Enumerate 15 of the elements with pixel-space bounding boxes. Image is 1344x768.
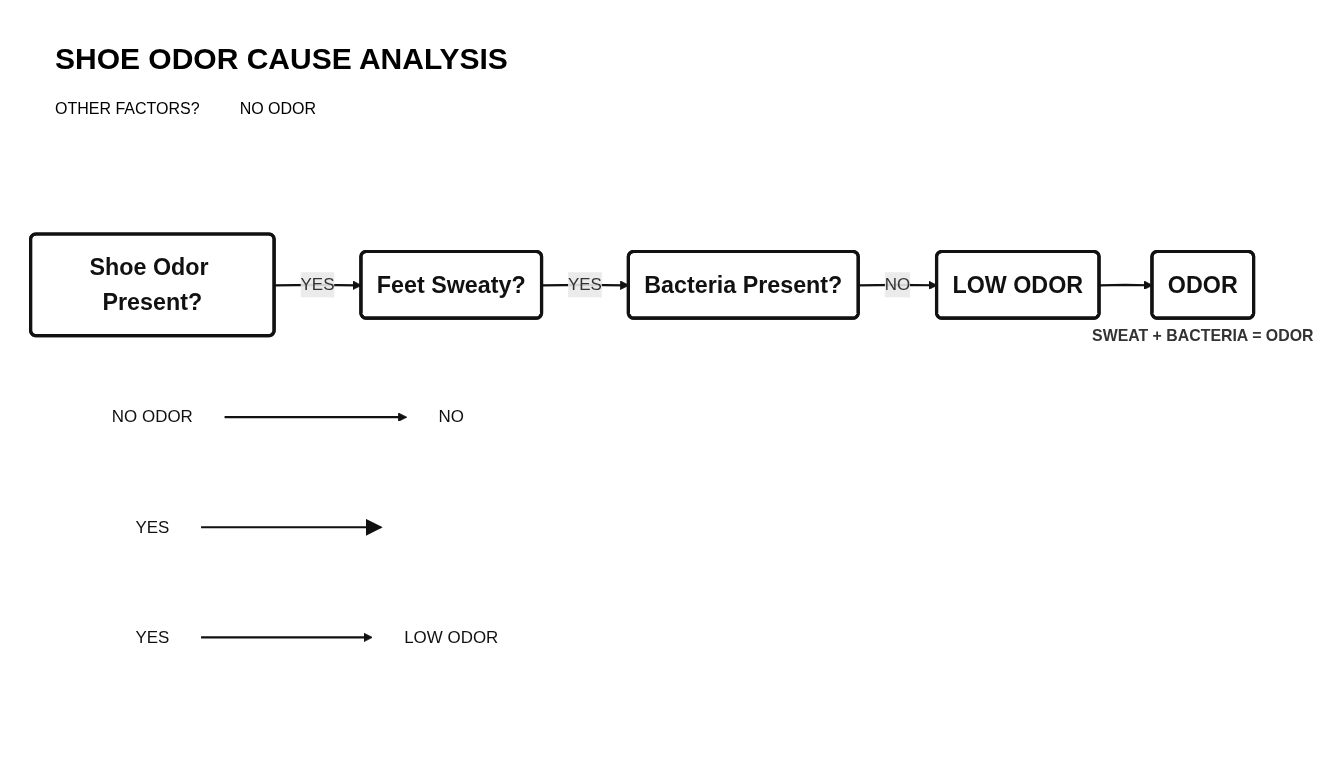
note-text: OTHER FACTORS? — [55, 100, 200, 118]
arrow — [224, 412, 408, 422]
node-text: NO — [438, 407, 464, 426]
node-caption: SWEAT + BACTERIA = ODOR — [1092, 327, 1314, 345]
node-text: LOW ODOR — [404, 627, 499, 646]
edge-label: YES — [300, 275, 335, 294]
arrow — [201, 632, 373, 643]
diagram-title: SHOE ODOR CAUSE ANALYSIS — [55, 42, 508, 76]
edge-label: YES — [568, 275, 602, 294]
arrow — [201, 518, 383, 536]
node-text: YES — [135, 517, 170, 536]
edge-label: NO — [884, 275, 911, 294]
node-text: NO ODOR — [111, 407, 193, 426]
note-text: NO ODOR — [239, 100, 317, 118]
node-text: YES — [135, 627, 170, 646]
